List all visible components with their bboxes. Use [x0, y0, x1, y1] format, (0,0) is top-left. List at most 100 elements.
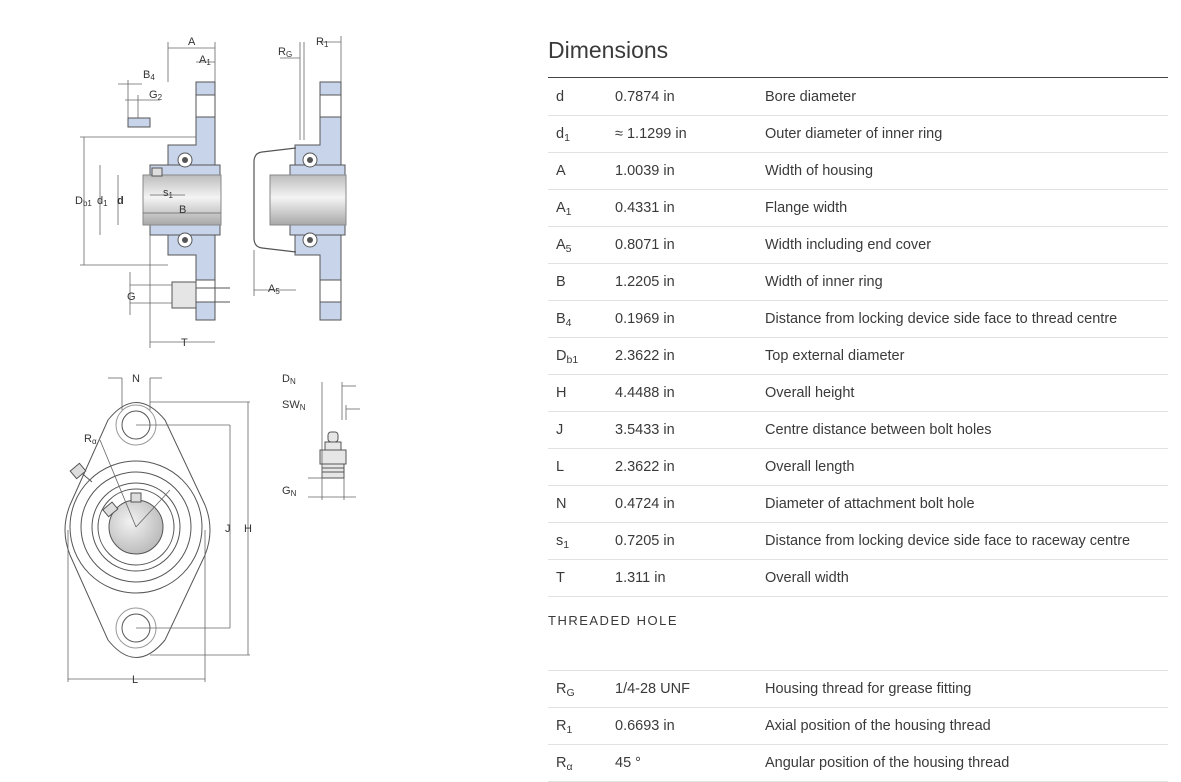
dimension-value: 2.3622 in [615, 337, 765, 375]
svg-text:R1: R1 [316, 36, 329, 49]
symbol-subscript: G [566, 687, 575, 699]
dimension-symbol: d1 [548, 115, 615, 153]
symbol-letter: R [556, 755, 567, 771]
grease-fitting [319, 431, 347, 479]
dimension-symbol: N [548, 485, 615, 523]
symbol-subscript: b1 [566, 354, 579, 366]
svg-text:N: N [132, 373, 140, 385]
dimension-lines-fitting [308, 382, 360, 500]
dimension-symbol: R1 [548, 707, 615, 745]
dimension-description: Diameter of attachment bolt hole [765, 485, 1168, 523]
dimension-symbol: Rα [548, 744, 615, 782]
symbol-letter: N [556, 496, 567, 512]
dimension-value: 1.2205 in [615, 263, 765, 301]
dimension-description: Distance from locking device side face t… [765, 522, 1168, 560]
dimension-description: Width of inner ring [765, 263, 1168, 301]
dimension-symbol: J [548, 411, 615, 449]
dimension-description: Overall length [765, 448, 1168, 486]
symbol-subscript: 5 [565, 243, 572, 255]
dimension-value: 1.0039 in [615, 152, 765, 190]
section-view-left [127, 81, 230, 321]
dimension-value: 0.4724 in [615, 485, 765, 523]
symbol-letter: J [556, 422, 564, 438]
svg-text:SWN: SWN [282, 399, 306, 412]
dimension-description: Centre distance between bolt holes [765, 411, 1168, 449]
dimension-value: 0.7205 in [615, 522, 765, 560]
dimension-description: Angular position of the housing thread [765, 744, 1168, 782]
symbol-letter: s [556, 533, 564, 549]
svg-text:J: J [225, 523, 231, 535]
dimension-value: 0.4331 in [615, 189, 765, 227]
symbol-letter: R [556, 681, 567, 697]
dimension-description: Overall height [765, 374, 1168, 412]
dimension-symbol: B4 [548, 300, 615, 338]
dimension-symbol: Db1 [548, 337, 615, 375]
svg-text:d: d [117, 195, 124, 207]
symbol-subscript: 1 [566, 724, 573, 736]
svg-text:DN: DN [282, 373, 296, 386]
section-view-right [253, 81, 347, 321]
dimension-description: Flange width [765, 189, 1168, 227]
dimension-lines-right [253, 36, 342, 296]
symbol-letter: d [556, 88, 565, 105]
symbol-letter: B [556, 311, 566, 327]
labels-front: N Rα J H L [84, 373, 252, 686]
dimension-description: Housing thread for grease fitting [765, 671, 1168, 708]
dimension-symbol: B [548, 263, 615, 301]
dimension-description: Outer diameter of inner ring [765, 115, 1168, 153]
symbol-letter: T [556, 570, 565, 586]
svg-text:d1: d1 [97, 195, 108, 208]
dimension-value: 1/4-28 UNF [615, 671, 765, 708]
bearing-unit-drawing: A A1 B4 G2 Db1 d1 d s1 B G T RG R1 A [64, 36, 360, 686]
dimension-description: Axial position of the housing thread [765, 707, 1168, 745]
symbol-letter: d [556, 126, 565, 142]
symbol-letter: B [556, 274, 566, 290]
dimension-symbol: A [548, 152, 615, 190]
svg-text:GN: GN [282, 485, 297, 498]
symbol-letter: A [556, 237, 566, 253]
dimension-symbol: d [548, 78, 615, 116]
dimension-description: Overall width [765, 559, 1168, 597]
dimension-symbol: A5 [548, 226, 615, 264]
symbol-subscript: 1 [563, 539, 570, 551]
svg-text:G2: G2 [149, 89, 163, 102]
symbol-letter: D [556, 348, 567, 364]
dimension-symbol: A1 [548, 189, 615, 227]
dimension-value: 0.6693 in [615, 707, 765, 745]
svg-text:H: H [244, 523, 252, 535]
dimension-value: 2.3622 in [615, 448, 765, 486]
symbol-subscript: α [566, 761, 573, 773]
dimension-description: Top external diameter [765, 337, 1168, 375]
svg-text:L: L [132, 674, 138, 686]
svg-text:B4: B4 [143, 69, 155, 82]
symbol-letter: H [556, 385, 567, 401]
dimension-value: 0.8071 in [615, 226, 765, 264]
dimension-description: Width including end cover [765, 226, 1168, 264]
symbol-letter: R [556, 718, 567, 734]
threaded-hole-heading: THREADED HOLE [548, 597, 1168, 671]
dimension-value: 0.7874 in [615, 78, 765, 116]
dimension-value: ≈ 1.1299 in [615, 115, 765, 153]
dimension-description: Width of housing [765, 152, 1168, 190]
svg-text:B: B [179, 204, 186, 216]
symbol-subscript: 1 [564, 132, 570, 144]
svg-text:G: G [127, 291, 136, 303]
svg-text:A: A [188, 36, 196, 48]
svg-text:A5: A5 [268, 283, 280, 296]
